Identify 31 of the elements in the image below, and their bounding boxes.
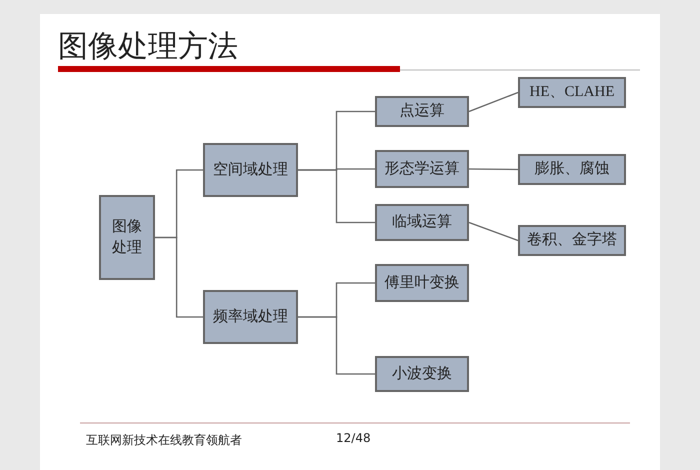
connector-line [298,169,375,224]
process-box [375,264,469,302]
box-label: HE、CLAHE [530,83,614,102]
connector-line [468,92,518,112]
connector-line [298,316,375,375]
process-box [518,154,626,185]
box-label: 形态学运算 [384,160,460,179]
process-box [518,225,626,256]
box-label: 临域运算 [392,212,452,232]
process-box [518,77,626,108]
process-box [375,150,469,188]
connector-line [155,236,203,318]
box-label: 频率域处理 [213,307,288,327]
slide-title: 图像处理方法 [58,28,238,66]
box-label: 点运算 [400,102,444,122]
box-label: 卷积、金字塔 [527,230,617,250]
process-box [375,356,469,392]
page-number: 12/48 [336,431,371,445]
box-label: 膨胀、腐蚀 [534,160,610,180]
box-label: 傅里叶变换 [384,274,460,293]
footer-text: 互联网新技术在线教育领航者 [86,432,242,449]
process-box [99,195,155,280]
connector-line [468,222,518,242]
box-label: 空间域处理 [213,160,288,180]
process-box [203,290,298,344]
box-label: 小波变换 [392,364,452,384]
box-label: 图像处理 [111,218,143,258]
process-box [375,204,469,241]
process-box [203,143,298,197]
connector-line [469,168,518,170]
process-box [375,96,469,127]
